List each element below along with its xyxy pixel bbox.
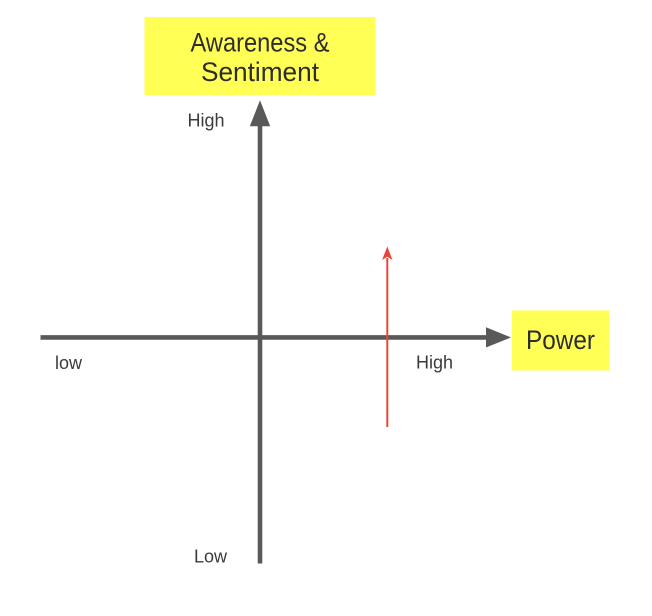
svg-text:High: High	[188, 111, 225, 131]
svg-text:Low: Low	[194, 547, 228, 567]
svg-text:High: High	[416, 352, 453, 372]
svg-text:Sentiment: Sentiment	[201, 57, 319, 87]
svg-text:Awareness &: Awareness &	[191, 28, 330, 58]
svg-text:low: low	[55, 353, 83, 373]
svg-text:Power: Power	[526, 325, 595, 355]
